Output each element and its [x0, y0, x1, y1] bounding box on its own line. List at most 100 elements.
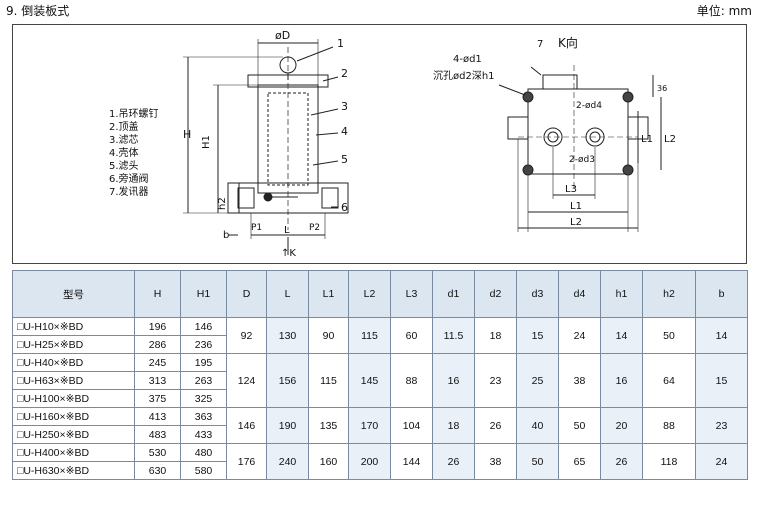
cell-L2: 170: [348, 407, 391, 444]
cell-H1: 195: [180, 353, 227, 372]
cell-h2: 64: [642, 353, 696, 408]
cell-d3: 50: [516, 443, 559, 480]
col-header-12: h1: [600, 270, 643, 318]
label-L1-vert: L1: [641, 134, 653, 145]
model-cell: □U-H630×※BD: [12, 461, 135, 480]
model-cell: □U-H250×※BD: [12, 425, 135, 444]
cell-H: 245: [134, 353, 181, 372]
col-header-3: D: [226, 270, 267, 318]
cell-H1: 433: [180, 425, 227, 444]
cell-H: 313: [134, 371, 181, 390]
col-header-9: d2: [474, 270, 517, 318]
label-L2-vert: L2: [664, 134, 676, 145]
label-P2: P2: [309, 223, 320, 233]
col-header-0: 型号: [12, 270, 135, 318]
port-hole-left: [543, 127, 563, 147]
callout-4: 4: [341, 125, 348, 138]
cell-d3: 25: [516, 353, 559, 408]
cell-d1: 16: [432, 353, 475, 408]
cell-b: 14: [695, 317, 748, 354]
cell-H: 630: [134, 461, 181, 480]
cell-H1: 580: [180, 461, 227, 480]
mount-hole-bl: [522, 164, 534, 176]
col-header-11: d4: [558, 270, 601, 318]
cell-h1: 14: [600, 317, 643, 354]
label-36: 36: [657, 84, 667, 93]
label-L: L: [284, 225, 290, 236]
port-right: [321, 187, 339, 209]
col-header-4: L: [266, 270, 309, 318]
legend-5: 5.滤头: [109, 159, 139, 172]
cell-H1: 146: [180, 317, 227, 336]
col-header-14: b: [695, 270, 748, 318]
cell-H: 413: [134, 407, 181, 426]
cell-L3: 104: [390, 407, 433, 444]
section-title: 9. 倒装板式: [6, 4, 70, 18]
label-h2: h2: [217, 197, 228, 210]
col-header-13: h2: [642, 270, 696, 318]
mount-hole-tl: [522, 91, 534, 103]
cell-d3: 15: [516, 317, 559, 354]
legend-4: 4.壳体: [109, 146, 139, 159]
col-header-6: L2: [348, 270, 391, 318]
cell-H1: 236: [180, 335, 227, 354]
cell-L2: 115: [348, 317, 391, 354]
cell-D: 92: [226, 317, 267, 354]
label-L2-horiz: L2: [570, 217, 582, 228]
cell-h2: 50: [642, 317, 696, 354]
cell-d1: 18: [432, 407, 475, 444]
cell-d1: 11.5: [432, 317, 475, 354]
cell-L: 240: [266, 443, 309, 480]
mount-hole-br: [622, 164, 634, 176]
cell-L1: 115: [308, 353, 349, 408]
cell-L: 190: [266, 407, 309, 444]
cell-L: 156: [266, 353, 309, 408]
col-header-10: d3: [516, 270, 559, 318]
label-L3: L3: [565, 184, 577, 195]
label-b: b: [223, 230, 229, 241]
cell-b: 23: [695, 407, 748, 444]
label-phiD: øD: [275, 29, 290, 42]
cell-H: 196: [134, 317, 181, 336]
cell-H: 483: [134, 425, 181, 444]
drawing-svg: H H1 h2 b P1 L P2 ↑K øD 1 2 3 4 5 6 1.吊环…: [109, 29, 676, 259]
cell-d4: 50: [558, 407, 601, 444]
callout-3: 3: [341, 100, 348, 113]
cell-h2: 118: [642, 443, 696, 480]
model-cell: □U-H10×※BD: [12, 317, 135, 336]
cell-d2: 23: [474, 353, 517, 408]
cell-H: 530: [134, 443, 181, 462]
cell-L1: 160: [308, 443, 349, 480]
legend-3: 3.滤芯: [109, 133, 139, 146]
callout-5: 5: [341, 153, 348, 166]
legend-2: 2.顶盖: [109, 120, 139, 133]
label-signal-7: 7: [537, 39, 543, 50]
col-header-2: H1: [180, 270, 227, 318]
callout-1: 1: [337, 37, 344, 50]
legend-7: 7.发讯器: [109, 185, 149, 198]
label-d3: 2-ød3: [569, 155, 595, 165]
label-d4: 2-ød4: [576, 101, 602, 111]
model-cell: □U-H40×※BD: [12, 353, 135, 372]
cell-H1: 263: [180, 371, 227, 390]
label-K-view: K向: [558, 35, 578, 50]
cell-L3: 88: [390, 353, 433, 408]
model-cell: □U-H25×※BD: [12, 335, 135, 354]
cell-D: 124: [226, 353, 267, 408]
cell-h1: 16: [600, 353, 643, 408]
cell-d4: 65: [558, 443, 601, 480]
legend-1: 1.吊环螺钉: [109, 108, 159, 120]
cell-h2: 88: [642, 407, 696, 444]
